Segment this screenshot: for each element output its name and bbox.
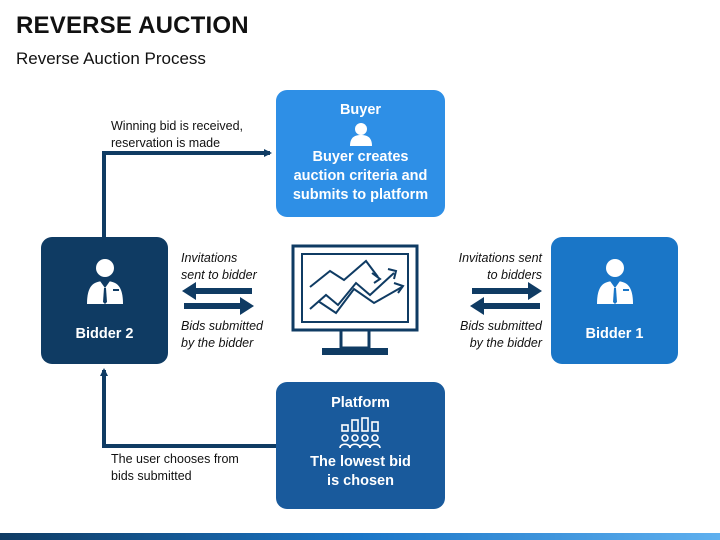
businessman-icon xyxy=(86,259,123,304)
bidder-1-box: Bidder 1 xyxy=(551,237,678,364)
label-line: by the bidder xyxy=(469,336,542,350)
left-exchange-arrows xyxy=(182,282,254,315)
label-line: The user chooses from xyxy=(111,452,239,466)
label-line: to bidders xyxy=(487,268,542,282)
businessman-icon xyxy=(596,259,633,304)
label-line: Invitations xyxy=(181,251,238,265)
buyer-line: Buyer creates xyxy=(312,149,409,165)
user-chooses-arrow xyxy=(100,368,276,448)
bids-right-label: Bids submitted by the bidder xyxy=(430,318,542,352)
user-chooses-label: The user chooses from bids submitted xyxy=(111,451,239,485)
platform-box: Platform The lowest bid is chosen xyxy=(276,382,445,509)
page-title: REVERSE AUCTION xyxy=(16,12,249,39)
platform-line: The lowest bid xyxy=(310,454,411,470)
label-line: by the bidder xyxy=(181,336,254,350)
platform-line: is chosen xyxy=(327,473,394,489)
label-line: Invitations sent xyxy=(458,251,542,265)
label-line: sent to bidder xyxy=(181,268,257,282)
bidder-1-label: Bidder 1 xyxy=(585,326,644,342)
buyer-title: Buyer xyxy=(339,102,382,118)
bids-left-label: Bids submitted by the bidder xyxy=(181,318,263,352)
label-line: Bids submitted xyxy=(460,319,542,333)
label-line: reservation is made xyxy=(111,136,221,150)
buyer-line: submits to platform xyxy=(292,187,429,203)
winning-bid-arrow xyxy=(102,149,272,237)
monitor-chart-icon xyxy=(291,244,419,355)
label-line: Bids submitted xyxy=(181,319,263,333)
buyer-box: Buyer Buyer creates auction criteria and… xyxy=(276,90,445,217)
buyer-description: Buyer creates auction criteria and submi… xyxy=(276,148,445,205)
bidder-2-box: Bidder 2 xyxy=(41,237,168,364)
bidders-icon xyxy=(338,417,381,449)
bottom-accent-bar xyxy=(0,533,720,540)
right-exchange-arrows xyxy=(470,282,542,315)
bidder-2-label: Bidder 2 xyxy=(75,326,134,342)
invitations-right-label: Invitations sent to bidders xyxy=(430,250,542,284)
person-icon xyxy=(349,123,372,146)
invitations-left-label: Invitations sent to bidder xyxy=(181,250,257,284)
label-line: bids submitted xyxy=(111,469,192,483)
platform-description: The lowest bid is chosen xyxy=(276,453,445,491)
platform-title: Platform xyxy=(331,395,390,411)
page-subtitle: Reverse Auction Process xyxy=(16,49,206,68)
label-line: Winning bid is received, xyxy=(111,119,244,133)
buyer-line: auction criteria and xyxy=(293,168,428,184)
winning-bid-label: Winning bid is received, reservation is … xyxy=(111,118,243,152)
